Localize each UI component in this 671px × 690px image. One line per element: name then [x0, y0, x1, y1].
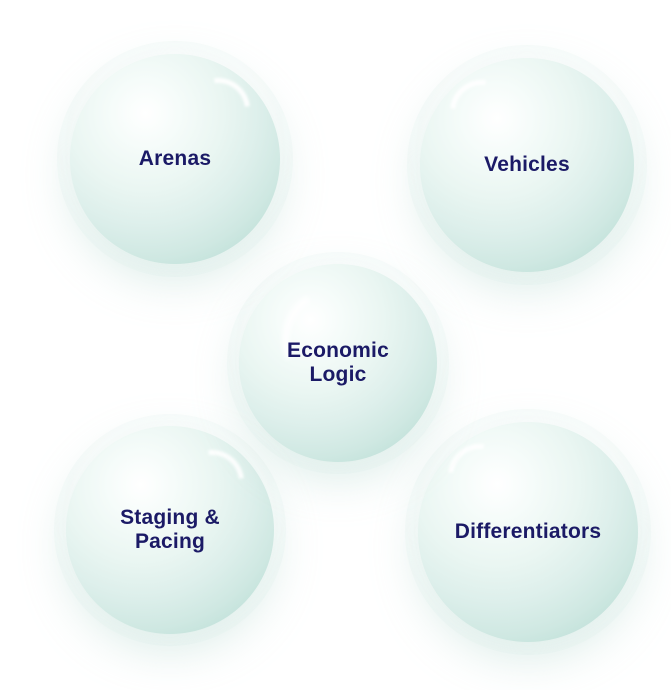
gloss-highlight-icon — [435, 431, 525, 521]
sphere-label-arenas: Arenas — [138, 147, 212, 171]
sphere-staging-pacing: Staging & Pacing — [53, 413, 287, 647]
gloss-highlight-icon — [437, 67, 527, 157]
sphere-arenas: Arenas — [57, 41, 293, 277]
sphere-differentiators: Differentiators — [404, 408, 652, 656]
sphere-label-differentiators: Differentiators — [454, 520, 602, 544]
sphere-label-economic-logic: Economic Logic — [287, 339, 389, 386]
gloss-highlight-icon — [173, 65, 263, 155]
sphere-label-vehicles: Vehicles — [484, 153, 570, 177]
sphere-economic-logic: Economic Logic — [227, 252, 449, 474]
sphere-label-staging-pacing: Staging & Pacing — [120, 506, 220, 553]
sphere-vehicles: Vehicles — [407, 45, 647, 285]
